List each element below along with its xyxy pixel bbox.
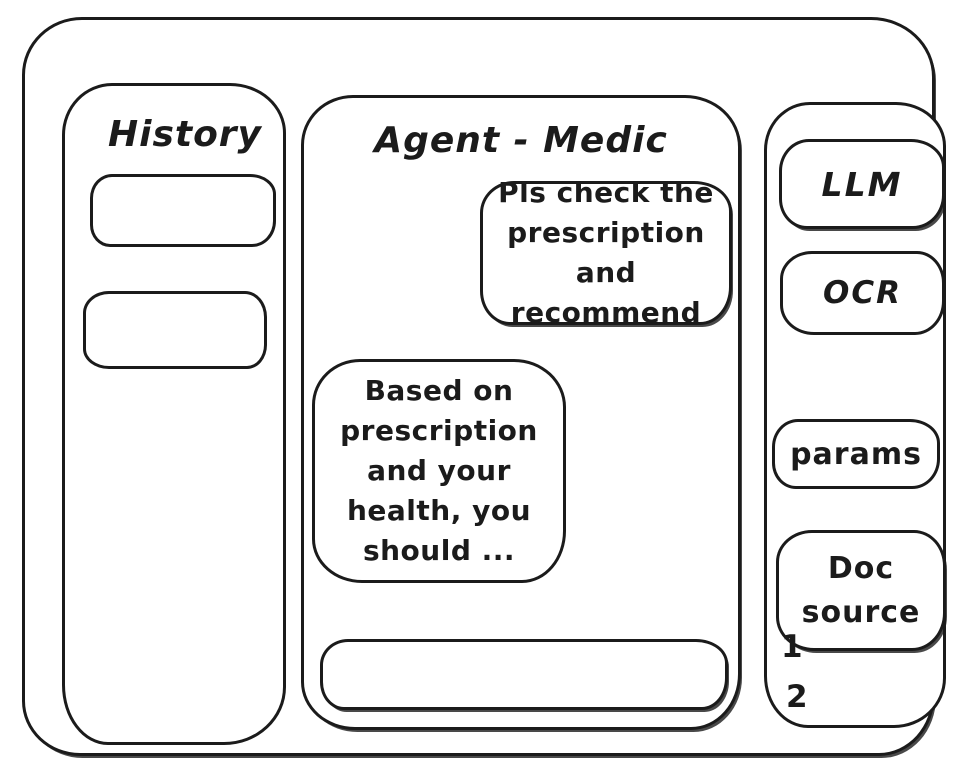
tools-panel: LLM OCR params Doc source 1 2 — [764, 102, 946, 728]
history-panel: History — [62, 83, 286, 745]
app-frame: History Agent - Medic Pls check the pres… — [22, 17, 946, 756]
ocr-button[interactable]: OCR — [780, 251, 945, 335]
agent-message-text: Based on prescription and your health, y… — [340, 374, 538, 567]
history-title: History — [107, 114, 263, 155]
user-message-text: Pls check the prescription and recommend — [498, 176, 714, 329]
chat-input[interactable] — [320, 639, 728, 710]
history-item[interactable] — [90, 174, 276, 247]
doc-source-button[interactable]: Doc source — [776, 530, 946, 651]
llm-button[interactable]: LLM — [779, 139, 945, 229]
params-button[interactable]: params — [772, 419, 940, 489]
doc-source-item-1[interactable]: 1 — [781, 629, 803, 665]
history-item[interactable] — [83, 291, 267, 369]
agent-message-bubble: Based on prescription and your health, y… — [312, 359, 566, 583]
chat-title: Agent - Medic — [374, 120, 668, 161]
user-message-bubble: Pls check the prescription and recommend — [480, 176, 732, 329]
doc-source-item-2[interactable]: 2 — [786, 679, 808, 715]
chat-panel: Agent - Medic Pls check the prescription… — [301, 95, 741, 730]
